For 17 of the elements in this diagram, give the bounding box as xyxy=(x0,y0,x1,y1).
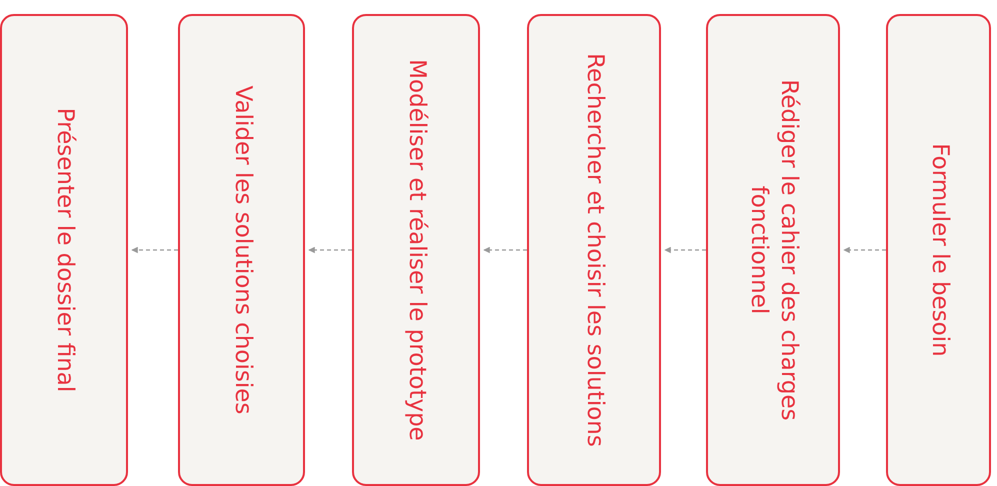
step-label: Rechercher et choisir les solutions xyxy=(580,52,609,449)
process-box xyxy=(706,14,840,486)
arrow xyxy=(843,246,886,254)
step-label: Rédiger le cahier des charges fonctionnel xyxy=(745,78,803,423)
step-label: Valider les solutions choisies xyxy=(228,84,256,416)
arrow xyxy=(483,246,527,254)
process-box xyxy=(0,14,128,486)
step-label: Formuler le besoin xyxy=(925,142,954,359)
process-box xyxy=(352,14,480,486)
process-box xyxy=(527,14,661,486)
step-label: Modéliser et réaliser le prototype xyxy=(402,58,431,443)
arrow xyxy=(308,246,352,254)
process-box xyxy=(178,14,305,486)
arrow xyxy=(131,246,178,254)
arrow xyxy=(664,246,706,254)
step-label: Présenter le dossier final xyxy=(50,106,79,394)
process-box xyxy=(886,14,991,486)
